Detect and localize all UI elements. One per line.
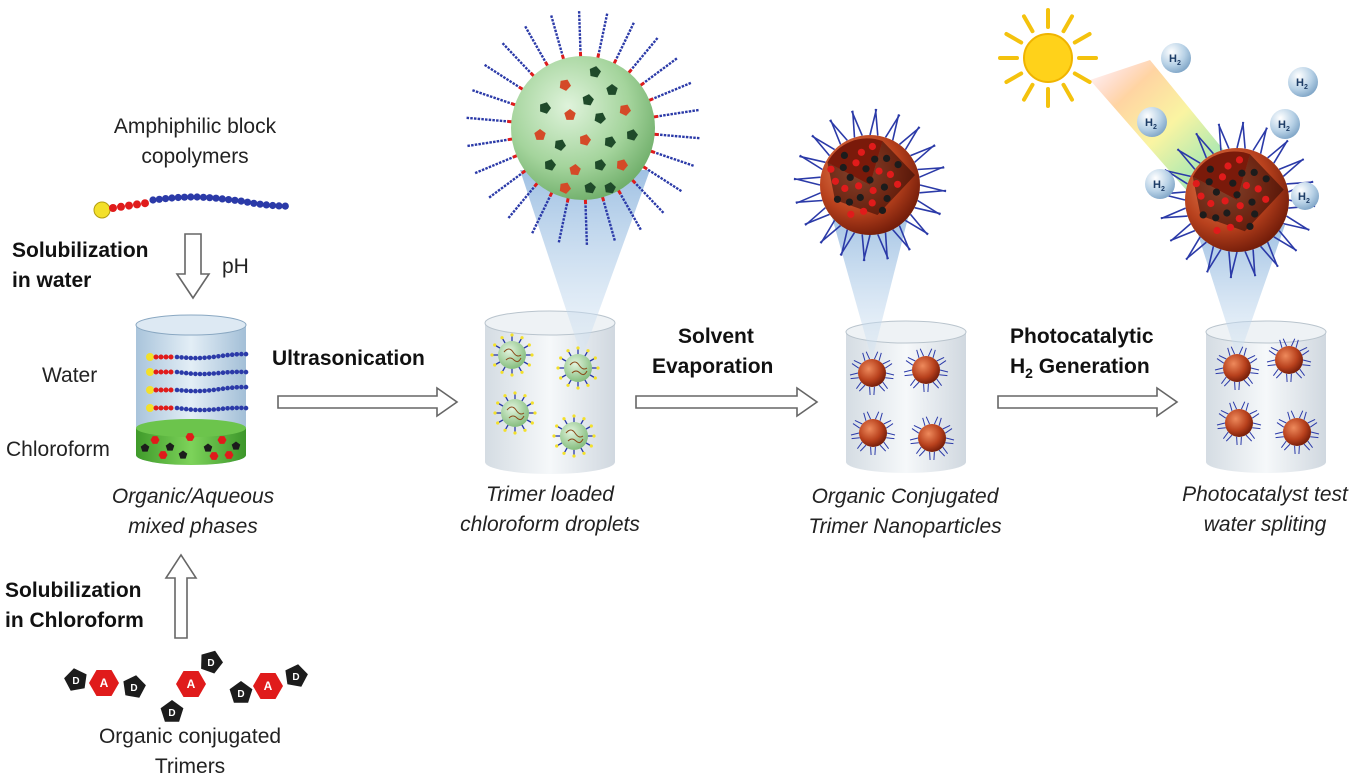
small-droplet <box>490 333 534 377</box>
acceptor-unit: A <box>89 670 119 696</box>
donor-unit: D <box>229 681 253 703</box>
nanoparticles-caption: Organic Conjugated Trimer Nanoparticles <box>808 485 1002 538</box>
h2-bubble: H2 <box>1291 182 1319 210</box>
water-label: Water <box>42 364 98 387</box>
nanoparticle <box>849 351 895 396</box>
copolymer-chain <box>93 193 289 219</box>
donor-unit: D <box>285 664 308 687</box>
svg-text:D: D <box>292 672 299 683</box>
nanoparticle <box>1214 346 1260 391</box>
nanoparticle <box>903 348 949 393</box>
h2-text: H2 <box>1298 191 1310 205</box>
nanoparticle <box>1266 338 1312 383</box>
h2-bubble: H2 <box>1288 67 1318 97</box>
svg-text:A: A <box>100 676 109 690</box>
donor-unit: D <box>123 675 146 698</box>
sun-icon <box>998 8 1098 108</box>
zoom-cone-2 <box>520 170 650 358</box>
evaporation-arrow-icon <box>635 386 819 418</box>
h2-text: H2 <box>1296 77 1308 91</box>
small-droplet <box>493 391 537 435</box>
nanoparticle <box>850 411 896 456</box>
h2-bubble: H2 <box>1161 43 1191 73</box>
small-droplet <box>552 414 596 458</box>
photocatalysis-arrow-icon <box>997 386 1179 418</box>
h2-text: H2 <box>1153 179 1165 193</box>
h2-text: H2 <box>1278 119 1290 133</box>
nanoparticle <box>1216 401 1262 446</box>
nanoparticle <box>1274 410 1320 455</box>
h2-bubble: H2 <box>1270 109 1300 139</box>
donor-unit: D <box>160 700 184 722</box>
organic-aqueous-caption: Organic/Aqueous mixed phases <box>111 485 275 538</box>
solubilization-chloroform-label: Solubilization in Chloroform <box>5 579 144 632</box>
photocatalyst-beaker <box>1205 320 1327 473</box>
ultrasonication-label: Ultrasonication <box>272 347 425 370</box>
copolymer-label: Amphiphilic block copolymers <box>113 115 277 168</box>
nanoparticle-zoom-4 <box>1158 121 1316 279</box>
photocatalytic-label: Photocatalytic H2 Generation <box>1010 325 1154 382</box>
ph-label: pH <box>222 255 249 278</box>
h2-bubble: H2 <box>1137 107 1167 137</box>
h2-text: H2 <box>1145 117 1157 131</box>
h2-text: H2 <box>1169 53 1181 67</box>
svg-text:A: A <box>264 679 273 693</box>
acceptor-unit: A <box>253 673 283 699</box>
chloroform-label: Chloroform <box>6 438 110 461</box>
mixed-phase-beaker <box>135 314 249 465</box>
nanoparticle <box>909 416 955 461</box>
solvent-evaporation-label: Solvent Evaporation <box>652 325 774 378</box>
zoom-cone-4 <box>1195 225 1285 360</box>
ultrasonication-arrow-icon <box>277 386 459 418</box>
svg-text:A: A <box>187 677 196 691</box>
donor-unit: D <box>201 650 223 674</box>
donor-unit: D <box>64 668 87 691</box>
svg-text:D: D <box>130 683 137 694</box>
small-droplet <box>556 346 600 390</box>
solubilization-water-label: Solubilization in water <box>12 239 149 292</box>
svg-text:D: D <box>207 658 214 669</box>
svg-text:D: D <box>72 676 79 687</box>
organic-trimers-caption: Organic conjugated Trimers <box>98 725 282 778</box>
h2-bubble: H2 <box>1145 169 1175 199</box>
svg-text:D: D <box>168 708 175 719</box>
trimer-droplet-zoom <box>466 11 700 245</box>
down-arrow-icon <box>175 233 211 300</box>
acceptor-unit: A <box>176 671 206 697</box>
trimer-loaded-caption: Trimer loaded chloroform droplets <box>460 483 640 536</box>
small-droplets <box>490 333 600 458</box>
nanoparticle-beaker <box>845 320 967 473</box>
zoom-cone-3 <box>830 210 910 360</box>
up-arrow-icon <box>164 553 198 639</box>
svg-text:D: D <box>237 689 244 700</box>
photocatalyst-test-caption: Photocatalyst test water spliting <box>1182 483 1348 536</box>
nanoparticle-zoom <box>793 108 947 262</box>
